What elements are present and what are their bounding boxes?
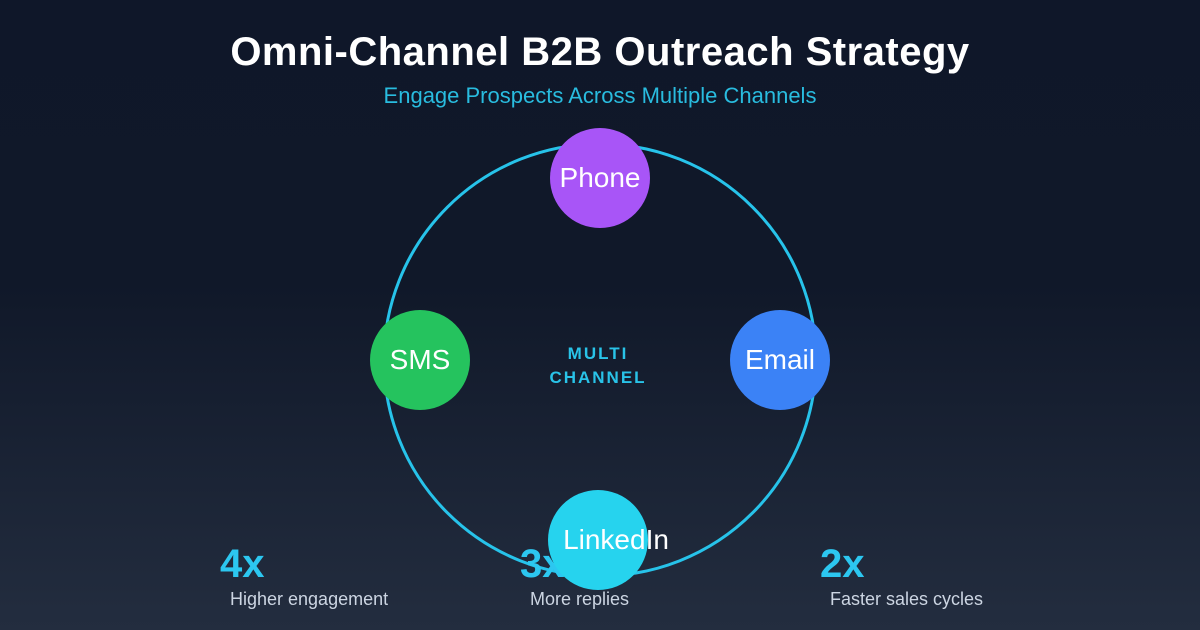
channel-node-linkedin: LinkedIn	[548, 490, 669, 590]
channel-node-sms-label: SMS	[389, 344, 451, 375]
stat-replies-label: More replies	[530, 589, 630, 609]
stat-sales-cycles: 2x Faster sales cycles	[820, 542, 984, 610]
stat-engagement-value: 4x	[220, 542, 265, 586]
page-title: Omni-Channel B2B Outreach Strategy	[230, 30, 970, 74]
center-label: MULTI CHANNEL	[448, 342, 748, 390]
channel-node-sms: SMS	[370, 310, 470, 410]
channel-node-email: Email	[730, 310, 830, 410]
channel-node-email-label: Email	[744, 344, 815, 375]
center-label-line1: MULTI	[567, 344, 629, 363]
center-label-line2: CHANNEL	[549, 368, 647, 387]
channel-node-phone-label: Phone	[559, 162, 641, 193]
stat-sales-cycles-value: 2x	[820, 542, 865, 586]
stat-sales-cycles-label: Faster sales cycles	[830, 589, 984, 609]
channel-node-phone: Phone	[550, 128, 650, 228]
channel-node-linkedin-label: LinkedIn	[563, 524, 669, 555]
stat-engagement: 4x Higher engagement	[220, 542, 389, 610]
stat-engagement-label: Higher engagement	[230, 589, 389, 609]
page-subtitle: Engage Prospects Across Multiple Channel…	[383, 83, 817, 108]
